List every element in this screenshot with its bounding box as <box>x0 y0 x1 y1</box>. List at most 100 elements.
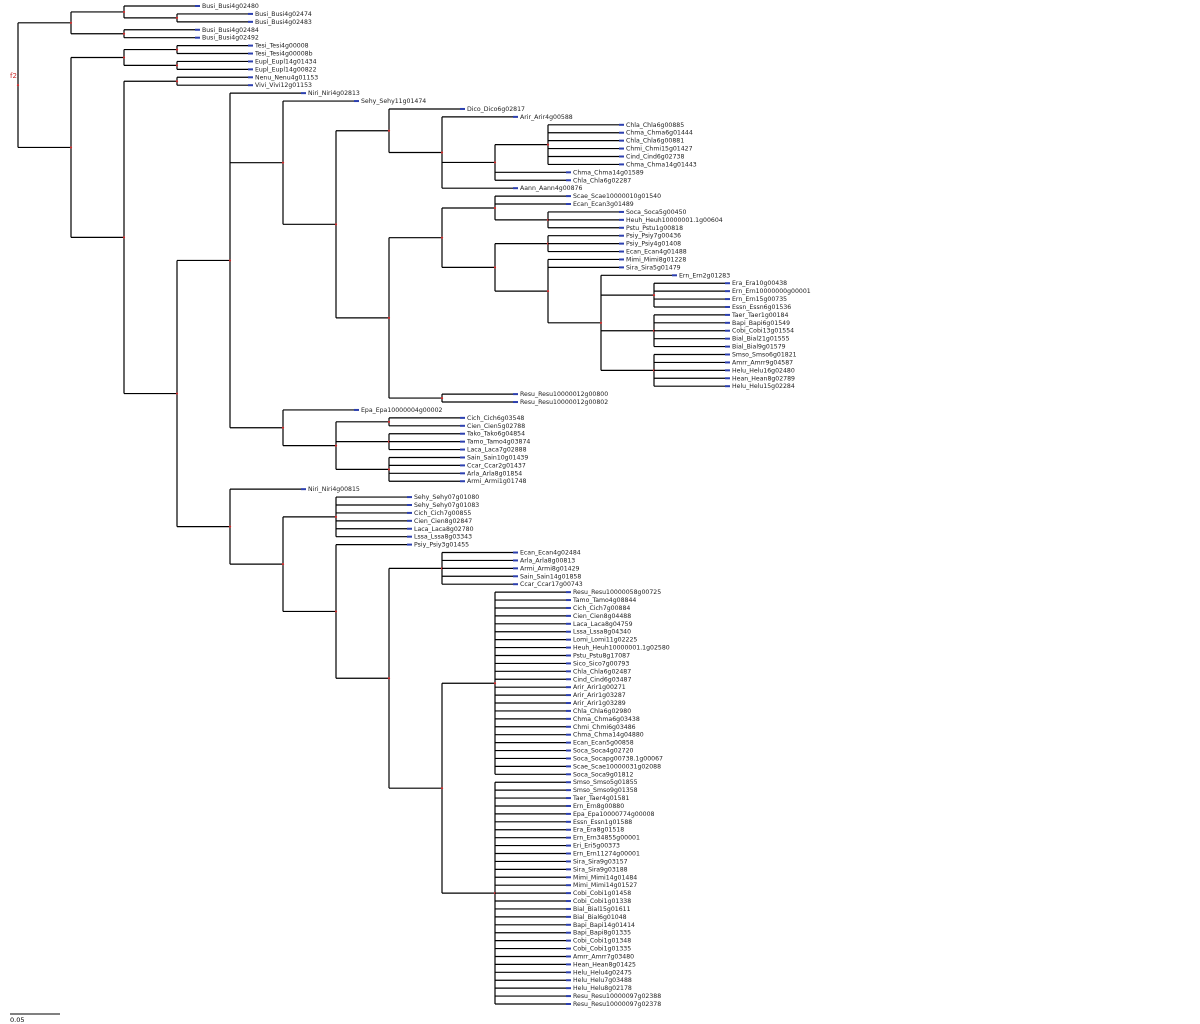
root-label: f2 <box>10 72 17 80</box>
leaf-label: Heuh_Heuh10000001.1g02580 <box>573 645 670 652</box>
leaf-label: Tesi_Tesi4g00008 <box>254 43 309 50</box>
internal-node <box>334 610 338 613</box>
internal-node <box>387 420 391 423</box>
leaf-label: Cobi_Cobi1g01348 <box>573 938 631 945</box>
leaf-label: Bial_Bial6g01048 <box>573 914 627 921</box>
internal-node <box>69 21 73 24</box>
leaf-label: Cien_Cien8g02847 <box>414 518 472 525</box>
leaf-label: Essn_Essn6g01536 <box>732 304 791 311</box>
leaf-label: Era_Era10g00438 <box>732 280 787 287</box>
leaf-label: Sehy_Sehy07g01080 <box>414 494 479 501</box>
leaf-label: Smso_Smso5g01855 <box>573 779 638 786</box>
leaf-label: Sain_Sain10g01439 <box>467 454 528 461</box>
leaf-label: Cich_Cich7g00855 <box>414 510 471 517</box>
internal-node <box>493 682 497 685</box>
leaf-label: Sain_Sain14g01858 <box>520 573 581 580</box>
leaf-label: Ern_Ern10000000g00001 <box>732 288 811 295</box>
internal-node <box>387 129 391 132</box>
leaf-label: Cich_Cich7g00884 <box>573 605 630 612</box>
leaf-label: Busi_Busi4g02480 <box>202 3 259 10</box>
leaf-label: Eupl_Eupl14g00822 <box>255 66 317 73</box>
leaf-label: Sico_Sico7g00793 <box>573 660 629 667</box>
leaf-label: Ern_Ern2g01283 <box>679 272 730 279</box>
leaf-label: Amrr_Amrr7g03480 <box>573 953 634 960</box>
leaf-label: Sira_Sira9g03188 <box>573 866 628 873</box>
leaf-label: Mimi_Mimi14g01527 <box>573 882 637 889</box>
internal-node <box>175 80 179 83</box>
leaf-label: Cien_Cien5g02788 <box>467 423 525 430</box>
leaf-label: Psiy_Psiy3g01455 <box>414 542 469 549</box>
leaf-label: Tamo_Tamo4g03874 <box>466 439 530 446</box>
leaf-label: Psiy_Psiy4g01408 <box>626 241 681 248</box>
internal-node <box>281 426 285 429</box>
leaf-label: Chla_Chla6g02287 <box>573 177 631 184</box>
internal-node <box>175 392 179 395</box>
leaf-label: Chmi_Chmi15g01427 <box>626 146 693 153</box>
internal-node <box>387 677 391 680</box>
leaf-label: Ecan_Ecan4g02484 <box>520 550 581 557</box>
tree-branches <box>16 5 725 1005</box>
leaf-label: Arla_Arla8g01854 <box>467 470 522 477</box>
internal-node <box>546 143 550 146</box>
leaf-label: Helu_Helu7g03488 <box>573 977 632 984</box>
internal-node <box>175 16 179 19</box>
leaf-label: Chmi_Chmi6g03486 <box>573 724 636 731</box>
leaf-label: Bial_Bial21g01555 <box>732 336 790 343</box>
internal-node <box>440 396 444 400</box>
internal-node <box>599 321 603 324</box>
leaf-label: Era_Era8g01518 <box>573 827 624 834</box>
leaf-label: Resu_Resu10000097g02378 <box>573 1001 661 1008</box>
leaf-label: Chma_Chma14g04880 <box>573 732 644 739</box>
internal-node <box>493 266 497 269</box>
leaf-label: Ern_Ern15g00735 <box>732 296 787 303</box>
leaf-label: Hean_Hean8g02789 <box>732 375 795 382</box>
leaf-label: Epa_Epa10000004g00002 <box>361 407 443 414</box>
leaf-label: Bapi_Bapi8g01335 <box>573 930 631 937</box>
leaf-label: Lssa_Lssa8g03343 <box>414 534 472 541</box>
leaf-label: Ecan_Ecan3g01489 <box>573 201 634 208</box>
leaf-label: Soca_Soca4g02720 <box>573 748 634 755</box>
leaf-label: Dico_Dico6g02817 <box>467 106 525 113</box>
leaf-label: Bapi_Bapi14g01414 <box>573 922 635 929</box>
scale-bar-label: 0.05 <box>10 1016 24 1024</box>
internal-node <box>122 10 126 14</box>
leaf-label: Ecan_Ecan4g01488 <box>626 249 687 256</box>
leaf-label: Chla_Chla6g00885 <box>626 122 684 129</box>
internal-node <box>122 32 126 35</box>
leaf-label: Helu_Helu4g02475 <box>573 969 632 976</box>
leaf-label: Chla_Chla6g02980 <box>573 708 631 715</box>
leaf-label: Bial_Bial9g01579 <box>732 344 786 351</box>
leaf-label: Sira_Sira5g01479 <box>626 264 681 271</box>
internal-node <box>387 316 391 319</box>
leaf-label: Mimi_Mimi8g01228 <box>626 256 686 263</box>
internal-node <box>493 161 497 164</box>
leaf-label: Resu_Resu10000097g02388 <box>573 993 661 1000</box>
leaf-label: Cobi_Cobi1g01338 <box>573 898 631 905</box>
leaf-label: Chla_Chla6g00881 <box>626 138 684 145</box>
internal-node <box>440 787 444 790</box>
leaf-label: Niri_Niri4g00815 <box>308 486 360 493</box>
leaf-label: Soca_Soca5g00450 <box>626 209 687 216</box>
leaf-label: Ecan_Ecan5g00858 <box>573 740 634 747</box>
leaf-label: Laca_Laca7g02888 <box>467 447 527 454</box>
leaf-label: Armi_Armi8g01429 <box>520 565 580 572</box>
scale-bar: 0.05 <box>10 1013 60 1024</box>
leaf-label: Soca_Soca9g01812 <box>573 771 634 778</box>
leaf-label: Resu_Resu10000012g00800 <box>520 391 608 398</box>
internal-node <box>122 56 126 59</box>
leaf-label: Bial_Bial15g01611 <box>573 906 631 913</box>
internal-node <box>16 84 20 87</box>
leaf-label: Laca_Laca8g04759 <box>573 621 633 628</box>
internal-node <box>334 223 338 226</box>
leaf-label: Busi_Busi4g02492 <box>202 35 259 42</box>
leaf-label: Tamo_Tamo4g08844 <box>572 597 636 604</box>
leaf-label: Pstu_Pstu1g00818 <box>626 225 683 232</box>
leaf-label: Ern_Ern8g00880 <box>573 803 624 810</box>
leaf-label: Helu_Helu16g02480 <box>732 367 795 374</box>
internal-node <box>281 161 285 164</box>
internal-node <box>334 515 338 518</box>
internal-node <box>69 146 73 149</box>
leaf-label: Ern_Ern11274g00001 <box>573 851 640 858</box>
leaf-label: Lomi_Lomi11g02225 <box>573 637 637 644</box>
